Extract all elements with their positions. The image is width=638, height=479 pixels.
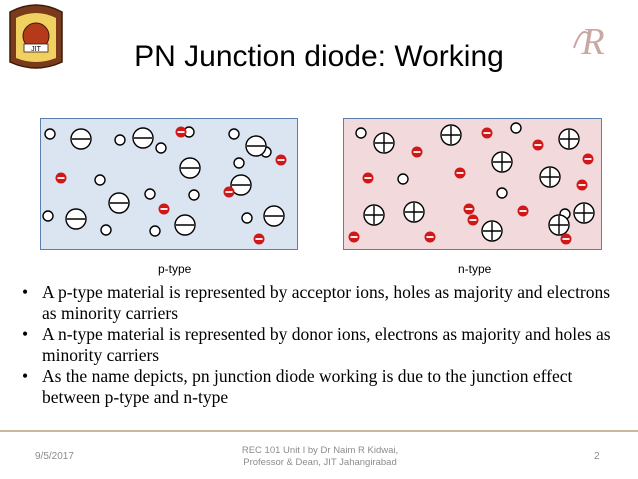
hole-icon bbox=[188, 189, 200, 201]
donor-ion-icon bbox=[440, 124, 462, 146]
p-type-label: p-type bbox=[158, 262, 192, 276]
acceptor-ion-icon bbox=[132, 127, 154, 149]
donor-ion-icon bbox=[481, 220, 503, 242]
p-type-diagram bbox=[42, 126, 287, 245]
electron-icon bbox=[467, 214, 479, 226]
acceptor-ion-icon bbox=[70, 128, 92, 150]
electron-icon bbox=[481, 127, 493, 139]
electron-icon bbox=[454, 167, 466, 179]
footer-credit-line: REC 101 Unit I by Dr Naim R Kidwai, bbox=[241, 445, 399, 456]
electron-icon bbox=[275, 154, 287, 166]
acceptor-ion-icon bbox=[179, 157, 201, 179]
hole-icon bbox=[355, 127, 367, 139]
hole-icon bbox=[144, 188, 156, 200]
electron-icon bbox=[576, 179, 588, 191]
electron-icon bbox=[411, 146, 423, 158]
donor-ion-icon bbox=[373, 132, 395, 154]
bullet-item: A p-type material is represented by acce… bbox=[22, 282, 622, 324]
institute-logo: JIT bbox=[2, 2, 70, 72]
electron-icon bbox=[463, 203, 475, 215]
hole-icon bbox=[100, 224, 112, 236]
hole-icon bbox=[114, 134, 126, 146]
donor-ion-icon bbox=[491, 151, 513, 173]
footer-divider bbox=[0, 430, 638, 432]
electron-icon bbox=[55, 172, 67, 184]
electron-icon bbox=[362, 172, 374, 184]
electron-icon bbox=[532, 139, 544, 151]
bullet-list: A p-type material is represented by acce… bbox=[22, 282, 622, 408]
hole-icon bbox=[42, 210, 54, 222]
electron-icon bbox=[223, 186, 235, 198]
monogram-text: R bbox=[580, 21, 604, 63]
slide-title: PN Junction diode: Working bbox=[134, 40, 504, 73]
donor-ion-icon bbox=[363, 204, 385, 226]
monogram-logo: R bbox=[568, 18, 618, 64]
bullet-item: A n-type material is represented by dono… bbox=[22, 324, 622, 366]
hole-icon bbox=[397, 173, 409, 185]
electron-icon bbox=[253, 233, 265, 245]
p-type-panel bbox=[40, 118, 298, 250]
acceptor-ion-icon bbox=[263, 205, 285, 227]
acceptor-ion-icon bbox=[65, 208, 87, 230]
donor-ion-icon bbox=[403, 201, 425, 223]
donor-ion-icon bbox=[539, 166, 561, 188]
electron-icon bbox=[517, 205, 529, 217]
electron-icon bbox=[560, 233, 572, 245]
acceptor-ion-icon bbox=[245, 135, 267, 157]
footer-credit: REC 101 Unit I by Dr Naim R Kidwai, Prof… bbox=[200, 445, 440, 469]
hole-icon bbox=[510, 122, 522, 134]
hole-icon bbox=[233, 157, 245, 169]
hole-icon bbox=[94, 174, 106, 186]
logo-text: JIT bbox=[31, 46, 41, 53]
acceptor-ion-icon bbox=[230, 174, 252, 196]
hole-icon bbox=[228, 128, 240, 140]
hole-icon bbox=[155, 142, 167, 154]
acceptor-ion-icon bbox=[108, 192, 130, 214]
footer-credit-line: Professor & Dean, JIT Jahangirabad bbox=[243, 457, 397, 468]
donor-ion-icon bbox=[573, 202, 595, 224]
electron-icon bbox=[158, 203, 170, 215]
hole-icon bbox=[149, 225, 161, 237]
bullet-item: As the name depicts, pn junction diode w… bbox=[22, 366, 622, 408]
electron-icon bbox=[348, 231, 360, 243]
n-type-panel bbox=[343, 118, 602, 250]
electron-icon bbox=[582, 153, 594, 165]
hole-icon bbox=[496, 187, 508, 199]
hole-icon bbox=[44, 128, 56, 140]
footer-date: 9/5/2017 bbox=[35, 451, 74, 462]
n-type-label: n-type bbox=[458, 262, 492, 276]
donor-ion-icon bbox=[558, 128, 580, 150]
electron-icon bbox=[424, 231, 436, 243]
electron-icon bbox=[175, 126, 187, 138]
hole-icon bbox=[241, 212, 253, 224]
page-number: 2 bbox=[594, 451, 600, 462]
n-type-diagram bbox=[348, 122, 595, 245]
donor-ion-icon bbox=[548, 214, 570, 236]
acceptor-ion-icon bbox=[174, 214, 196, 236]
